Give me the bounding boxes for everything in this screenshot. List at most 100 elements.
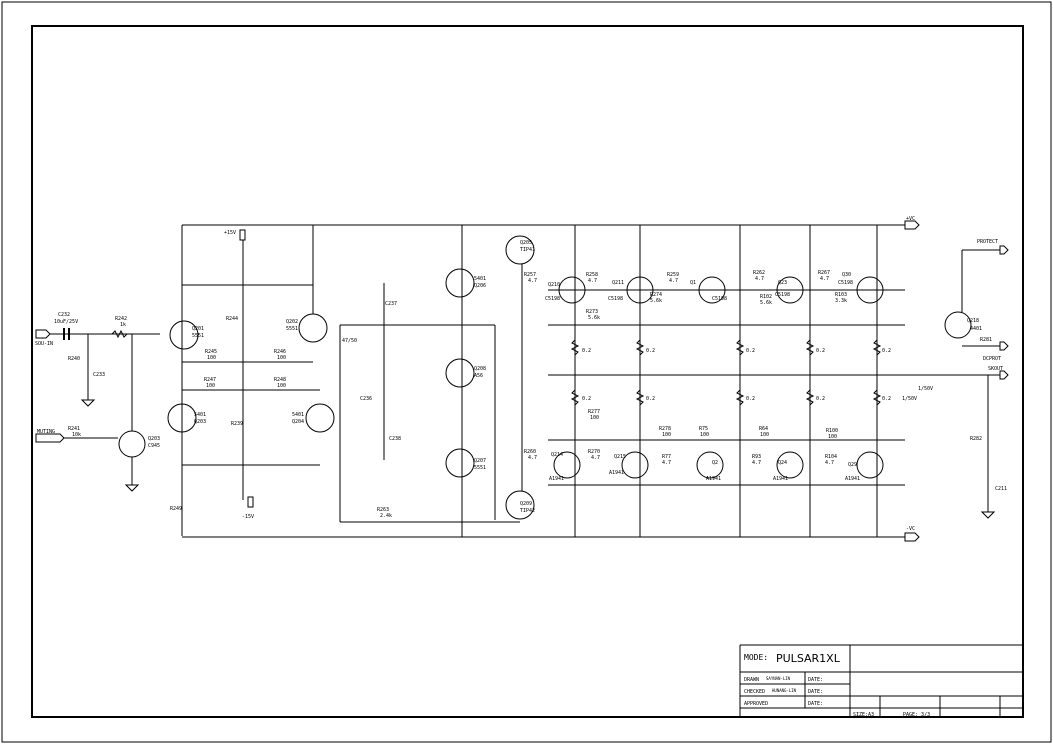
q215-part: A1941 bbox=[609, 470, 624, 476]
q208-body bbox=[445, 358, 475, 388]
q202-body bbox=[298, 313, 328, 343]
re-top-4: 0.2 bbox=[816, 348, 825, 354]
c21-value: 1/50V bbox=[902, 396, 917, 402]
r100-value: 100 bbox=[828, 434, 837, 440]
q30-part: C5198 bbox=[838, 280, 853, 286]
q206-ref: 5401 bbox=[474, 276, 486, 282]
re-bot-3: 0.2 bbox=[746, 396, 755, 402]
re-bot-5: 0.2 bbox=[882, 396, 891, 402]
r77-ref: R77 bbox=[662, 454, 671, 460]
q206-body bbox=[445, 268, 475, 298]
q218-part: 4401 bbox=[970, 326, 982, 332]
r246-ref: R246 bbox=[274, 349, 286, 355]
neg15-flag bbox=[247, 496, 254, 508]
r245-ref: R245 bbox=[205, 349, 217, 355]
q210-body bbox=[558, 276, 586, 304]
r270-value: 4.7 bbox=[591, 455, 600, 461]
q208-ref: Q208 bbox=[474, 366, 486, 372]
q2-part: A1941 bbox=[706, 476, 721, 482]
q215-body bbox=[621, 451, 649, 479]
r103-ref: R103 bbox=[835, 292, 847, 298]
r242-ref: R242 bbox=[115, 316, 127, 322]
q215-ref: Q215 bbox=[614, 454, 626, 460]
muting-flag bbox=[35, 433, 65, 443]
r282-ref: R282 bbox=[970, 436, 982, 442]
q209-part: TIP42 bbox=[520, 508, 535, 514]
re-top-2: 0.2 bbox=[646, 348, 655, 354]
r104-ref: R104 bbox=[825, 454, 837, 460]
q214-body bbox=[553, 451, 581, 479]
re-bot-2: 0.2 bbox=[646, 396, 655, 402]
r270-ref: R270 bbox=[588, 449, 600, 455]
q207-body bbox=[445, 448, 475, 478]
re-top-5: 0.2 bbox=[882, 348, 891, 354]
q5401b-body bbox=[305, 403, 335, 433]
tb-page-label: PAGE: 3/3 bbox=[903, 712, 930, 718]
pos-rail-flag bbox=[904, 220, 920, 230]
neg15-label: -15V bbox=[242, 514, 254, 520]
re-top-3: 0.2 bbox=[746, 348, 755, 354]
q5401a-part: Q203 bbox=[194, 419, 206, 425]
r77-value: 4.7 bbox=[662, 460, 671, 466]
q24-ref: Q24 bbox=[778, 460, 787, 466]
r102-value: 5.6k bbox=[760, 300, 772, 306]
q29-body bbox=[856, 451, 884, 479]
c238-ref: C238 bbox=[389, 436, 401, 442]
protect-label: PROTECT bbox=[977, 239, 998, 245]
q218-body bbox=[944, 311, 972, 339]
c211-ref: C211 bbox=[995, 486, 1007, 492]
r247-ref: R247 bbox=[204, 377, 216, 383]
q211-ref: Q211 bbox=[612, 280, 624, 286]
q30-ref: Q30 bbox=[842, 272, 851, 278]
q205-body bbox=[505, 235, 535, 265]
muting-label: MUTING bbox=[37, 429, 55, 435]
q210-ref: Q210 bbox=[548, 282, 560, 288]
c237-ref: C237 bbox=[385, 301, 397, 307]
tb-size-label: SIZE:A3 bbox=[853, 712, 874, 718]
r258-value: 4.7 bbox=[588, 278, 597, 284]
q211-part: C5198 bbox=[608, 296, 623, 302]
q203-body bbox=[118, 430, 146, 458]
q206-part: Q206 bbox=[474, 283, 486, 289]
q29-ref: Q29 bbox=[848, 462, 857, 468]
q207-part: 5551 bbox=[474, 465, 486, 471]
r263-ref: R263 bbox=[377, 507, 389, 513]
q203-ref: Q203 bbox=[148, 436, 160, 442]
r102-ref: R102 bbox=[760, 294, 772, 300]
q23-part: C5198 bbox=[775, 292, 790, 298]
tb-date-label-3: DATE: bbox=[808, 701, 823, 707]
emitter-resistor-bottom-row bbox=[570, 389, 882, 406]
r64-value: 100 bbox=[760, 432, 769, 438]
q24-body bbox=[776, 451, 804, 479]
r274-value: 5.6k bbox=[650, 298, 662, 304]
title-block bbox=[739, 644, 1023, 717]
r258-ref: R258 bbox=[586, 272, 598, 278]
q201-body bbox=[169, 320, 199, 350]
r75-value: 100 bbox=[700, 432, 709, 438]
tb-model-label: MODE: bbox=[744, 653, 768, 662]
r267-ref: R267 bbox=[818, 270, 830, 276]
dcprot-label: DCPROT bbox=[983, 356, 1001, 362]
q1-ref: Q1 bbox=[690, 280, 696, 286]
pos15-flag bbox=[239, 229, 246, 241]
r257-ref: R257 bbox=[524, 272, 536, 278]
r262-ref: R262 bbox=[753, 270, 765, 276]
r259-value: 4.7 bbox=[669, 278, 678, 284]
q5401a-ref: 5401 bbox=[194, 412, 206, 418]
r241-value: 10k bbox=[72, 432, 81, 438]
r242-zigzag bbox=[111, 329, 128, 339]
q2-body bbox=[696, 451, 724, 479]
protect-flag bbox=[999, 245, 1009, 255]
r260-ref: R260 bbox=[524, 449, 536, 455]
r103-value: 3.3k bbox=[835, 298, 847, 304]
tb-date-label-2: DATE: bbox=[808, 689, 823, 695]
neg-rail-flag bbox=[904, 532, 920, 542]
r267-value: 4.7 bbox=[820, 276, 829, 282]
r93-ref: R93 bbox=[752, 454, 761, 460]
r64-ref: R64 bbox=[759, 426, 768, 432]
pos15-label: +15V bbox=[224, 230, 236, 236]
neg-rail-label: -VC bbox=[906, 526, 915, 532]
q203-part: C945 bbox=[148, 443, 160, 449]
